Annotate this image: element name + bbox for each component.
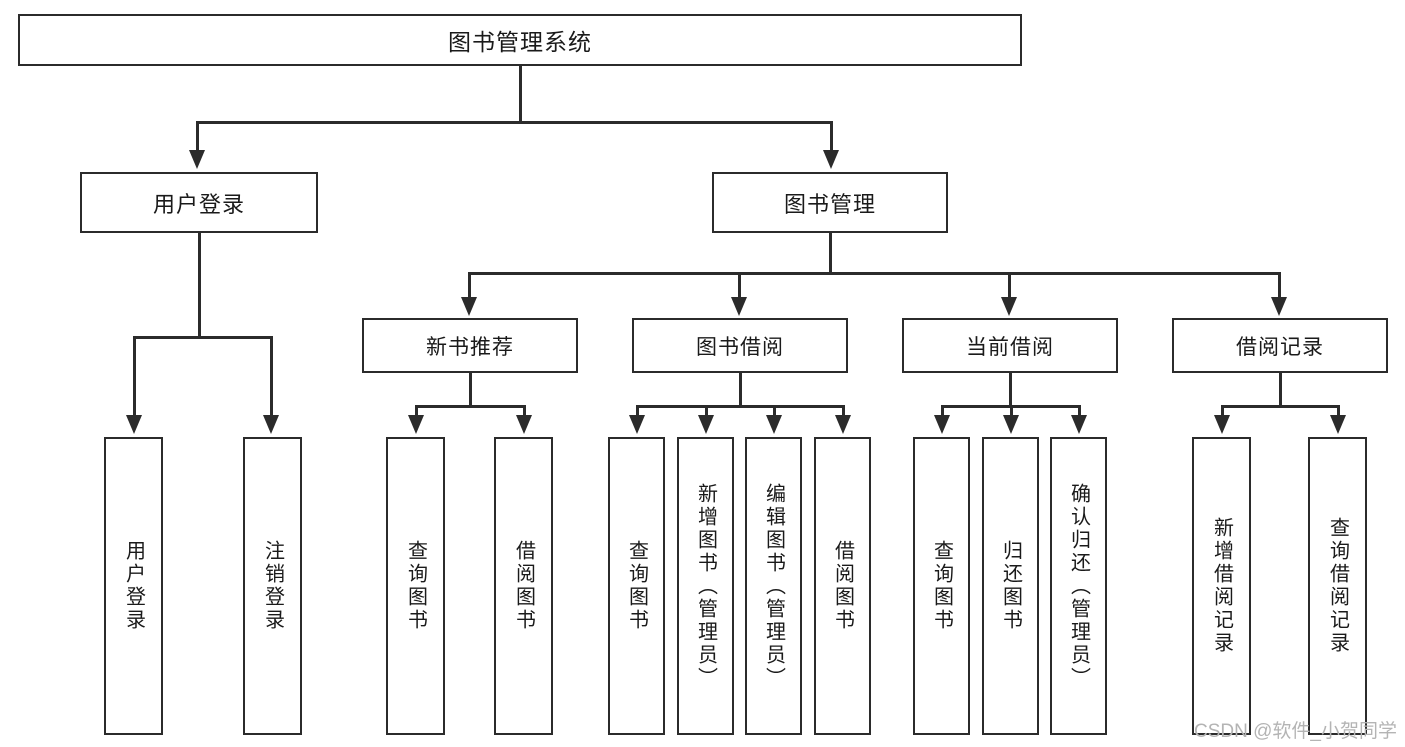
connector-user-login-child-2 [270, 336, 273, 419]
connector-new-book-bar [415, 405, 525, 408]
node-label: 归还图书 [999, 540, 1022, 632]
node-label: 借阅记录 [1236, 335, 1324, 359]
node-leaf-user-login[interactable]: 用户登录 [104, 437, 163, 735]
arrow-new-book-child-1 [408, 415, 424, 434]
arrow-book-borrow-child-3 [766, 415, 782, 434]
node-label: 查询图书 [930, 540, 953, 632]
node-root-system[interactable]: 图书管理系统 [18, 14, 1022, 66]
connector-book-borrow-child-3 [773, 405, 776, 419]
node-label: 查询借阅记录 [1326, 517, 1349, 655]
connector-book-management-bar [468, 272, 1278, 275]
node-leaf-query-borrow-record[interactable]: 查询借阅记录 [1308, 437, 1367, 735]
connector-root-bar [196, 121, 833, 124]
node-label: 注销登录 [261, 540, 284, 632]
arrow-bm-to-borrow-book [731, 297, 747, 316]
node-label: 当前借阅 [966, 335, 1054, 359]
connector-current-borrow-child-1 [941, 405, 944, 419]
connector-bm-to-borrow-record [1278, 272, 1281, 300]
connector-user-login-child-1 [133, 336, 136, 419]
connector-current-borrow-stem [1009, 373, 1012, 407]
arrow-book-borrow-child-1 [629, 415, 645, 434]
connector-root-stem [519, 66, 522, 123]
node-leaf-query-book-newbook[interactable]: 查询图书 [386, 437, 445, 735]
arrow-user-login-child-2 [263, 415, 279, 434]
arrow-book-borrow-child-2 [698, 415, 714, 434]
node-leaf-confirm-return-admin[interactable]: 确认归还（管理员） [1050, 437, 1107, 735]
connector-bm-to-current-borrow [1008, 272, 1011, 300]
connector-user-login-bar [133, 336, 272, 339]
node-leaf-return-book[interactable]: 归还图书 [982, 437, 1039, 735]
node-label: 图书管理系统 [448, 29, 592, 55]
connector-new-book-stem [469, 373, 472, 407]
connector-user-login-stem [198, 233, 201, 338]
arrow-bm-to-borrow-record [1271, 297, 1287, 316]
node-leaf-logout[interactable]: 注销登录 [243, 437, 302, 735]
arrow-new-book-child-2 [516, 415, 532, 434]
arrow-user-login-child-1 [126, 415, 142, 434]
node-label: 图书借阅 [696, 335, 784, 359]
connector-new-book-child-2 [523, 405, 526, 419]
node-l2-book-borrow[interactable]: 图书借阅 [632, 318, 848, 373]
node-leaf-edit-book-admin[interactable]: 编辑图书（管理员） [745, 437, 802, 735]
node-leaf-query-book-borrow[interactable]: 查询图书 [608, 437, 665, 735]
arrow-root-to-book-manage [823, 150, 839, 169]
node-leaf-borrow-book-newbook[interactable]: 借阅图书 [494, 437, 553, 735]
node-label: 查询图书 [625, 540, 648, 632]
arrow-bm-to-new-book [461, 297, 477, 316]
node-leaf-query-book-current[interactable]: 查询图书 [913, 437, 970, 735]
connector-borrow-record-child-2 [1337, 405, 1340, 419]
connector-borrow-record-child-1 [1221, 405, 1224, 419]
node-label: 确认归还（管理员） [1067, 482, 1090, 690]
connector-book-borrow-stem [739, 373, 742, 407]
connector-bm-to-new-book [468, 272, 471, 300]
connector-book-borrow-bar [636, 405, 844, 408]
node-label: 图书管理 [783, 191, 876, 217]
connector-current-borrow-child-2 [1010, 405, 1013, 419]
connector-book-borrow-child-1 [636, 405, 639, 419]
node-l2-borrow-record[interactable]: 借阅记录 [1172, 318, 1388, 373]
node-leaf-add-borrow-record[interactable]: 新增借阅记录 [1192, 437, 1251, 735]
connector-bm-to-borrow-book [738, 272, 741, 300]
arrow-current-borrow-child-2 [1003, 415, 1019, 434]
arrow-book-borrow-child-4 [835, 415, 851, 434]
node-label: 借阅图书 [831, 540, 854, 632]
node-label: 借阅图书 [512, 540, 535, 632]
node-label: 查询图书 [404, 540, 427, 632]
node-label: 用户登录 [122, 540, 145, 632]
arrow-borrow-record-child-2 [1330, 415, 1346, 434]
connector-root-to-book-manage [830, 121, 833, 154]
node-label: 新书推荐 [426, 335, 514, 359]
arrow-current-borrow-child-1 [934, 415, 950, 434]
connector-borrow-record-bar [1221, 405, 1339, 408]
node-leaf-borrow-book-borrow[interactable]: 借阅图书 [814, 437, 871, 735]
node-l2-current-borrow[interactable]: 当前借阅 [902, 318, 1118, 373]
arrow-bm-to-current-borrow [1001, 297, 1017, 316]
node-l1-user-login[interactable]: 用户登录 [80, 172, 318, 233]
node-label: 新增图书（管理员） [694, 482, 717, 690]
connector-borrow-record-stem [1279, 373, 1282, 407]
node-label: 编辑图书（管理员） [762, 482, 785, 690]
node-label: 新增借阅记录 [1210, 517, 1233, 655]
node-l1-book-management[interactable]: 图书管理 [712, 172, 948, 233]
connector-book-borrow-child-4 [842, 405, 845, 419]
connector-book-management-stem [829, 233, 832, 274]
node-l2-new-book-recommend[interactable]: 新书推荐 [362, 318, 578, 373]
connector-book-borrow-child-2 [705, 405, 708, 419]
connector-root-to-user-login [196, 121, 199, 154]
node-leaf-add-book-admin[interactable]: 新增图书（管理员） [677, 437, 734, 735]
connector-current-borrow-child-3 [1078, 405, 1081, 419]
arrow-current-borrow-child-3 [1071, 415, 1087, 434]
connector-new-book-child-1 [415, 405, 418, 419]
arrow-root-to-user-login [189, 150, 205, 169]
arrow-borrow-record-child-1 [1214, 415, 1230, 434]
node-label: 用户登录 [152, 191, 245, 217]
